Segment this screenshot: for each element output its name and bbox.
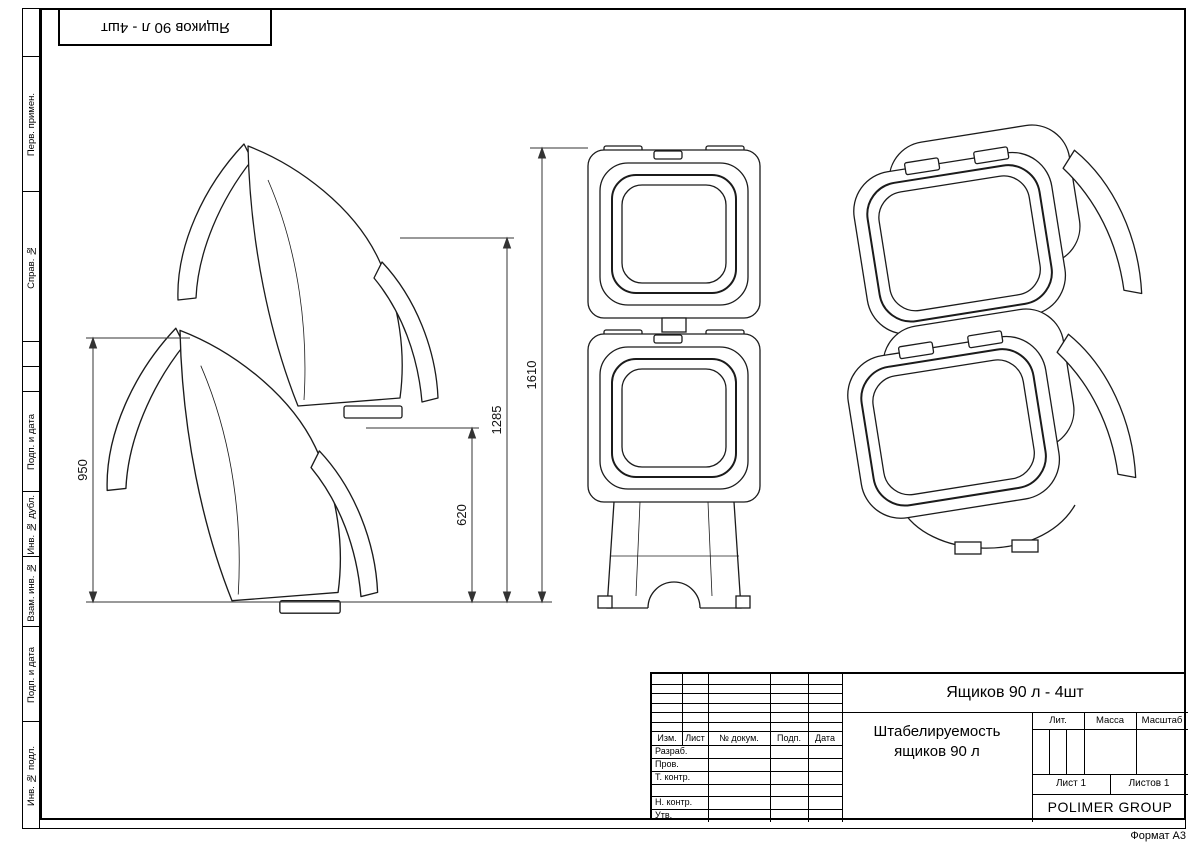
strip-box-empty-1 [23, 341, 39, 367]
front-connector [661, 317, 687, 333]
tb-row-razrab: Разраб. [655, 746, 688, 756]
dimensions: 950 620 1285 1610 [75, 146, 588, 604]
tb-company: POLIMER GROUP [1047, 799, 1173, 815]
tb-title-line1: Штабелируемость [873, 723, 1001, 740]
tb-title-line2: ящиков 90 л [894, 742, 980, 760]
strip-box-perv-primen: Перв. примен. [23, 56, 39, 192]
tb-row-t-kontr: Т. контр. [655, 772, 691, 782]
dimension-1285-label: 1285 [489, 406, 504, 435]
front-foot-right [735, 595, 751, 609]
format-note: Формат А3 [1130, 830, 1186, 842]
strip-label-podp-data-1: Подп. и дата [25, 414, 37, 470]
drawing-frame [40, 8, 1186, 820]
tb-col-izm: Изм. [657, 733, 677, 743]
strip-box-empty-2 [23, 366, 39, 392]
top-rotated-stamp: Ящиков 90 л - 4шт [58, 8, 272, 46]
strip-box-sprav-no: Справ. № [23, 191, 39, 342]
tb-lit-label: Лит. [1049, 715, 1067, 726]
tb-document-title: Штабелируемость ящиков 90 л [844, 722, 1030, 761]
front-foot-left [597, 595, 613, 609]
dimension-1610: 1610 [524, 146, 588, 604]
strip-label-vzam-inv: Взам. инв. № [25, 562, 37, 622]
strip-box-inv-dubl: Инв. № дубл. [23, 491, 39, 557]
strip-box-podp-data-1: Подп. и дата [23, 391, 39, 492]
tb-row-prov: Пров. [655, 759, 679, 769]
strip-label-inv-podl: Инв. № подл. [25, 745, 37, 806]
front-pedestal [597, 501, 751, 609]
iso-view [837, 110, 1145, 555]
dimension-950: 950 [75, 336, 190, 604]
dimension-620: 620 [366, 426, 479, 604]
tb-col-list: Лист [685, 733, 705, 743]
tb-sheets-cell: Листов 1 [1128, 778, 1170, 789]
tb-row-utv: Утв. [655, 810, 673, 820]
front-view [587, 145, 761, 609]
tb-col-data: Дата [815, 733, 835, 743]
dimension-950-label: 950 [75, 459, 90, 481]
strip-label-podp-data-2: Подп. и дата [25, 646, 37, 703]
tb-col-dokum: № докум. [719, 733, 759, 743]
tb-mass-label: Масса [1095, 715, 1125, 726]
strip-label-sprav-no: Справ. № [25, 245, 37, 289]
dimension-1610-label: 1610 [524, 361, 539, 390]
dimension-620-label: 620 [454, 504, 469, 526]
tb-designation: Ящиков 90 л - 4шт [946, 684, 1084, 701]
strip-box-vzam-inv: Взам. инв. № [23, 556, 39, 627]
strip-label-perv-primen: Перв. примен. [25, 92, 37, 157]
strip-box-inv-podl: Инв. № подл. [23, 721, 39, 829]
strip-label-inv-dubl: Инв. № дубл. [25, 494, 37, 555]
tb-col-podp: Подп. [777, 733, 801, 743]
strip-box-empty-top [23, 9, 39, 56]
iso-bottom-body [899, 504, 1076, 555]
strip-box-podp-data-2: Подп. и дата [23, 626, 39, 722]
tb-sheet-cell: Лист 1 [1055, 778, 1087, 789]
dimension-1285: 1285 [400, 236, 514, 604]
tb-scale-label: Масштаб [1141, 715, 1183, 726]
tb-row-n-kontr: Н. контр. [655, 797, 693, 807]
left-stamp-strip: Перв. примен. Справ. № Подп. и дата Инв.… [22, 8, 40, 829]
top-stamp-text: Ящиков 90 л - 4шт [100, 18, 230, 36]
title-block: Изм. Лист № докум. Подп. Дата Разраб. Пр… [650, 672, 1188, 822]
